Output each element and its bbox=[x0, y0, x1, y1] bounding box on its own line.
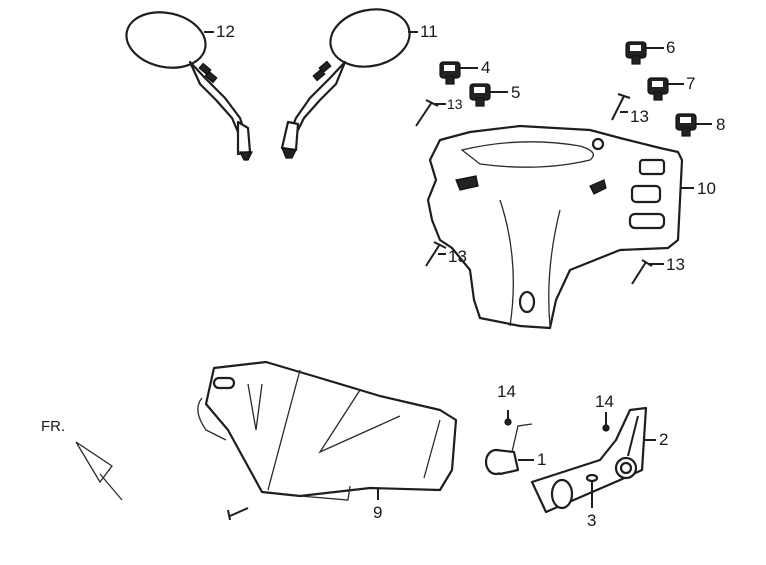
callout-label-13: 13 bbox=[666, 255, 685, 274]
switch-7-icon bbox=[647, 77, 669, 101]
callout-label-13: 13 bbox=[447, 96, 463, 112]
front-handlebar-cover-icon bbox=[197, 360, 458, 501]
mirror-right-icon bbox=[280, 8, 411, 159]
callout-label-4: 4 bbox=[481, 58, 491, 77]
screw-icon bbox=[631, 259, 664, 285]
callout-label-13: 13 bbox=[630, 107, 649, 126]
switch-4-icon bbox=[439, 61, 461, 85]
screw-icon bbox=[425, 241, 447, 267]
mirror-left-icon bbox=[125, 11, 253, 161]
callout-label-7: 7 bbox=[686, 74, 696, 93]
switch-5-icon bbox=[469, 83, 491, 107]
callout-label-10: 10 bbox=[697, 179, 716, 198]
callout-label-1: 1 bbox=[537, 450, 547, 469]
screw-icon bbox=[227, 507, 249, 521]
callout-label-3: 3 bbox=[587, 511, 597, 530]
callout-label-11: 11 bbox=[420, 22, 438, 41]
front-direction-label: FR. bbox=[41, 418, 66, 435]
callout-label-13: 13 bbox=[448, 247, 467, 266]
lamp-holder-bracket-icon bbox=[530, 406, 648, 514]
screw-icon bbox=[611, 93, 631, 121]
callout-label-12: 12 bbox=[216, 22, 235, 41]
screw-icon bbox=[415, 99, 446, 127]
rear-handlebar-cover-icon bbox=[426, 124, 684, 330]
front-direction-arrow-icon bbox=[75, 441, 123, 501]
lamp-socket-icon bbox=[484, 410, 533, 476]
callout-label-6: 6 bbox=[666, 38, 676, 57]
callout-label-9: 9 bbox=[373, 503, 383, 522]
callout-label-2: 2 bbox=[659, 430, 669, 449]
switch-8-icon bbox=[675, 113, 697, 137]
callout-label-14: 14 bbox=[595, 392, 614, 411]
callout-label-5: 5 bbox=[511, 83, 521, 102]
switch-6-icon bbox=[625, 41, 647, 65]
callout-label-8: 8 bbox=[716, 115, 726, 134]
callout-label-14: 14 bbox=[497, 382, 516, 401]
